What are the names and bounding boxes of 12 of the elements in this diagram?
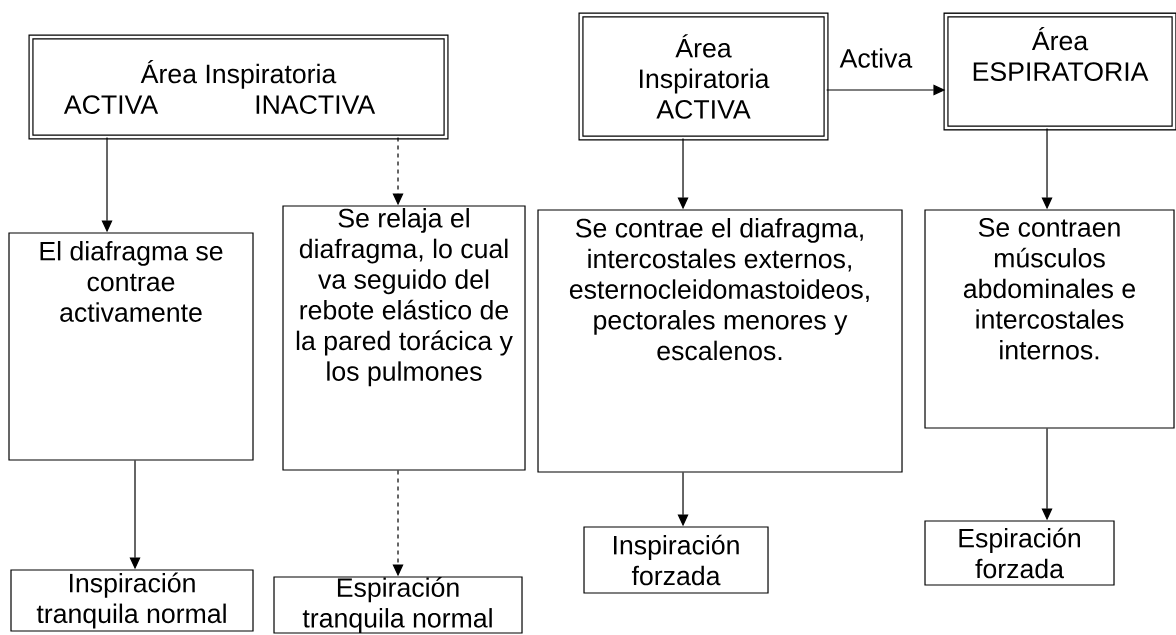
process-box: Espiración forzada xyxy=(924,520,1115,586)
process-box: Inspiración forzada xyxy=(583,526,769,594)
process-box: Se relaja el diafragma, lo cual va seguido del rebote elástico de la pared torácica y los pulmones xyxy=(282,205,526,471)
process-box: Se contraen músculos abdominales e intercostales internos. xyxy=(924,209,1175,429)
edge-label: Activa xyxy=(838,46,914,70)
area-box: Área Inspiratoria ACTIVA INACTIVA xyxy=(28,34,449,140)
process-box: Se contrae el diafragma, intercostales externos, esternocleidomastoideos, pectorales menores y escalenos. xyxy=(537,209,903,473)
area-box: Área ESPIRATORIA xyxy=(943,12,1176,131)
process-box: El diafragma se contrae activamente xyxy=(8,232,254,461)
area-box: Área Inspiratoria ACTIVA xyxy=(578,12,829,141)
process-box: Espiración tranquila normal xyxy=(273,576,523,634)
process-box: Inspiración tranquila normal xyxy=(10,569,254,632)
